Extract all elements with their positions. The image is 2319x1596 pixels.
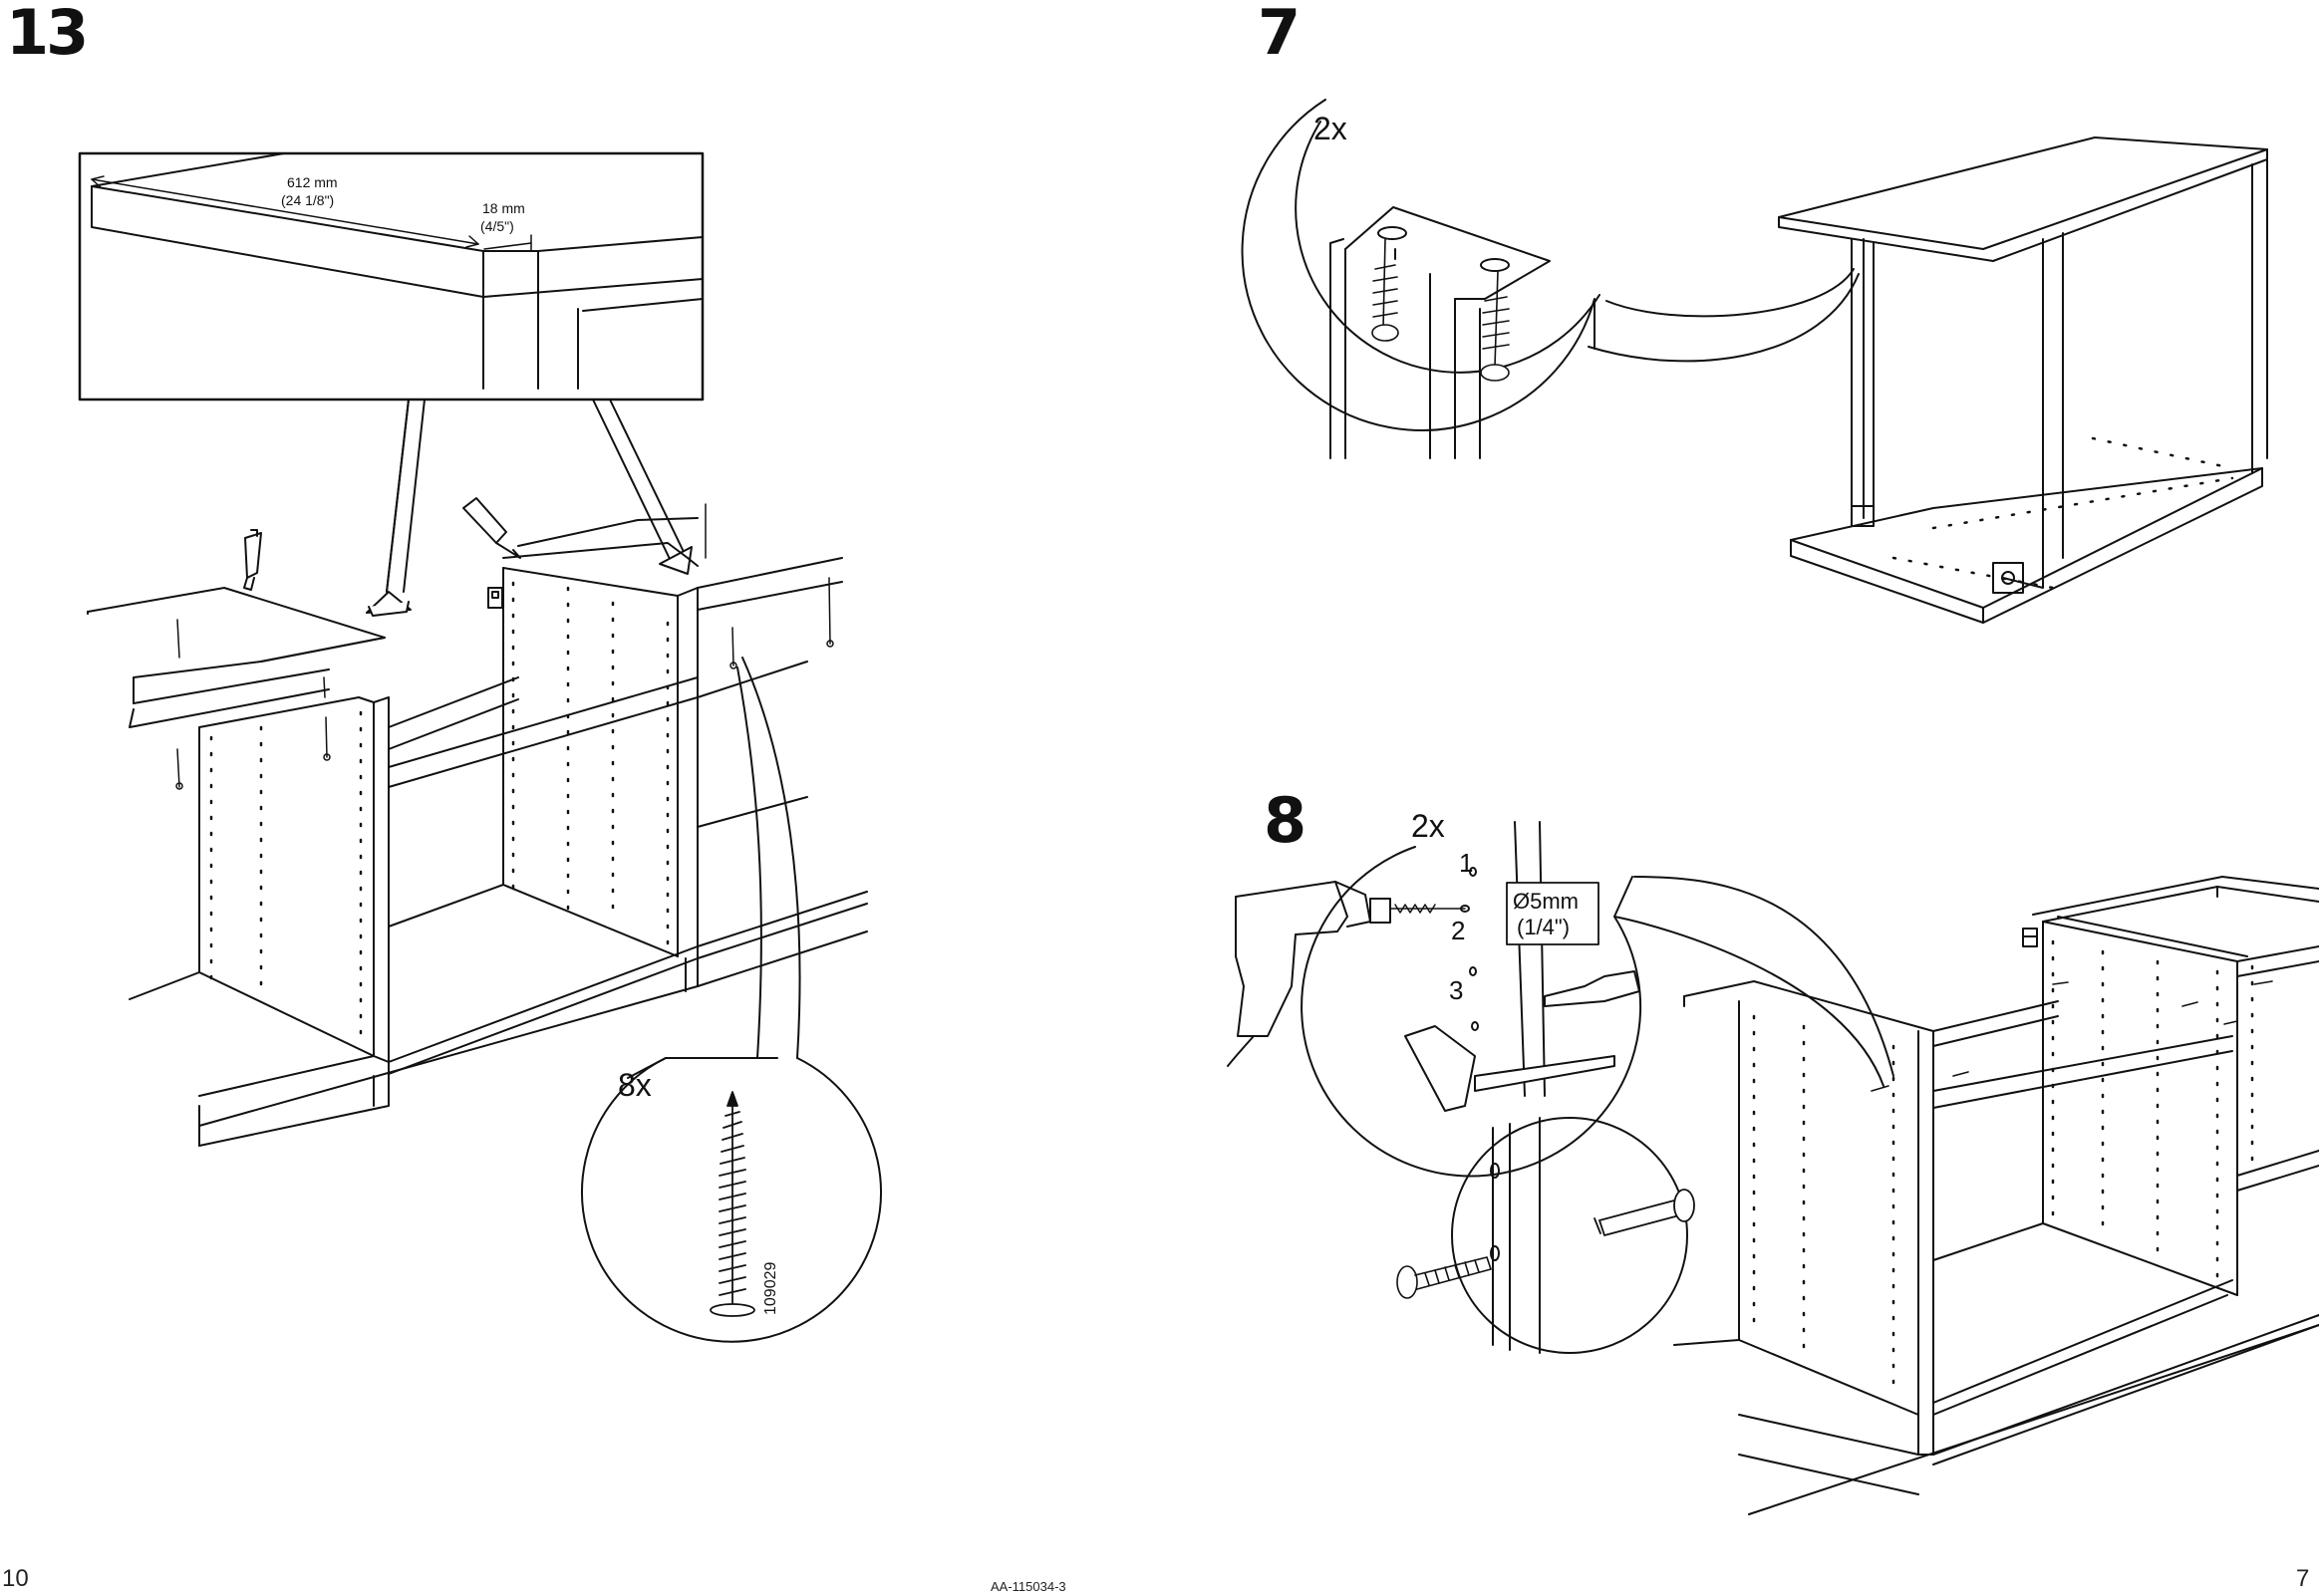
hole-label-2: 2	[1451, 916, 1465, 945]
connector-bolt-icon	[1594, 1189, 1695, 1236]
connector-bolt-bubble	[1451, 1117, 1688, 1354]
glue-bottle-left-icon	[243, 529, 262, 591]
drill-diameter-inch-label: (1/4")	[1517, 915, 1570, 939]
drill-diameter-label: Ø5mm	[1513, 889, 1579, 914]
step13-screw-quantity: 8x	[618, 1067, 652, 1103]
step13-screw-part-number: 109029	[762, 1262, 779, 1315]
document-code: AA-115034-3	[991, 1579, 1066, 1594]
step7-detail-bubble	[1241, 99, 1600, 431]
glue-bottle-right-icon	[462, 497, 521, 559]
cabinet-screws	[175, 503, 834, 790]
dimension-612-mm-label: 612 mm	[287, 174, 338, 190]
detail-pointer-arrows	[366, 399, 693, 617]
step8-pins	[1871, 980, 2273, 1092]
hole-label-3: 3	[1449, 975, 1463, 1005]
step8-hole-rows	[1752, 939, 2254, 1397]
step7-quantity: 2x	[1313, 111, 1347, 146]
screw-detail-bubble	[581, 1057, 882, 1343]
page-number-left: 10	[2, 1565, 29, 1592]
step7-screws-icon	[1371, 238, 1510, 382]
middle-cabinet	[198, 517, 868, 1147]
step7-cabinet-frame	[1778, 136, 2268, 624]
bracket-icon	[487, 587, 503, 609]
dimension-18-mm-label: 18 mm	[482, 200, 525, 216]
countertop-detail-box	[78, 151, 705, 401]
step8-quantity: 2x	[1411, 808, 1445, 844]
step-13-number: 13	[6, 0, 89, 69]
left-worktop	[87, 587, 386, 728]
dimension-18: 18 mm (4/5")	[480, 200, 532, 252]
step8-cabinets	[1673, 876, 2319, 1515]
connector-screw-icon	[1396, 1256, 1492, 1299]
drill-icon	[1227, 881, 1466, 1067]
drill-detail-bubble	[1301, 821, 1894, 1178]
hole-label-1: 1	[1459, 848, 1473, 878]
shelf-hole-rows	[209, 581, 670, 1038]
drill-diameter-box: Ø5mm (1/4")	[1506, 882, 1599, 945]
dimension-612-inch-label: (24 1/8")	[281, 192, 334, 208]
step-7-number: 7	[1258, 0, 1301, 69]
screw-callout-pointer	[736, 657, 801, 1059]
page-number-right: 7	[2296, 1565, 2310, 1592]
dimension-612: 612 mm (24 1/8")	[91, 174, 479, 248]
step7-callout-pointer	[1588, 268, 1860, 363]
wood-screw-icon	[710, 1091, 755, 1317]
step-8-number: 8	[1264, 784, 1306, 857]
step7-bracket-detail	[1329, 206, 1551, 459]
dimension-18-inch-label: (4/5")	[480, 218, 514, 234]
step7-hole-rows	[1891, 436, 2234, 590]
left-cabinet	[129, 676, 699, 1147]
